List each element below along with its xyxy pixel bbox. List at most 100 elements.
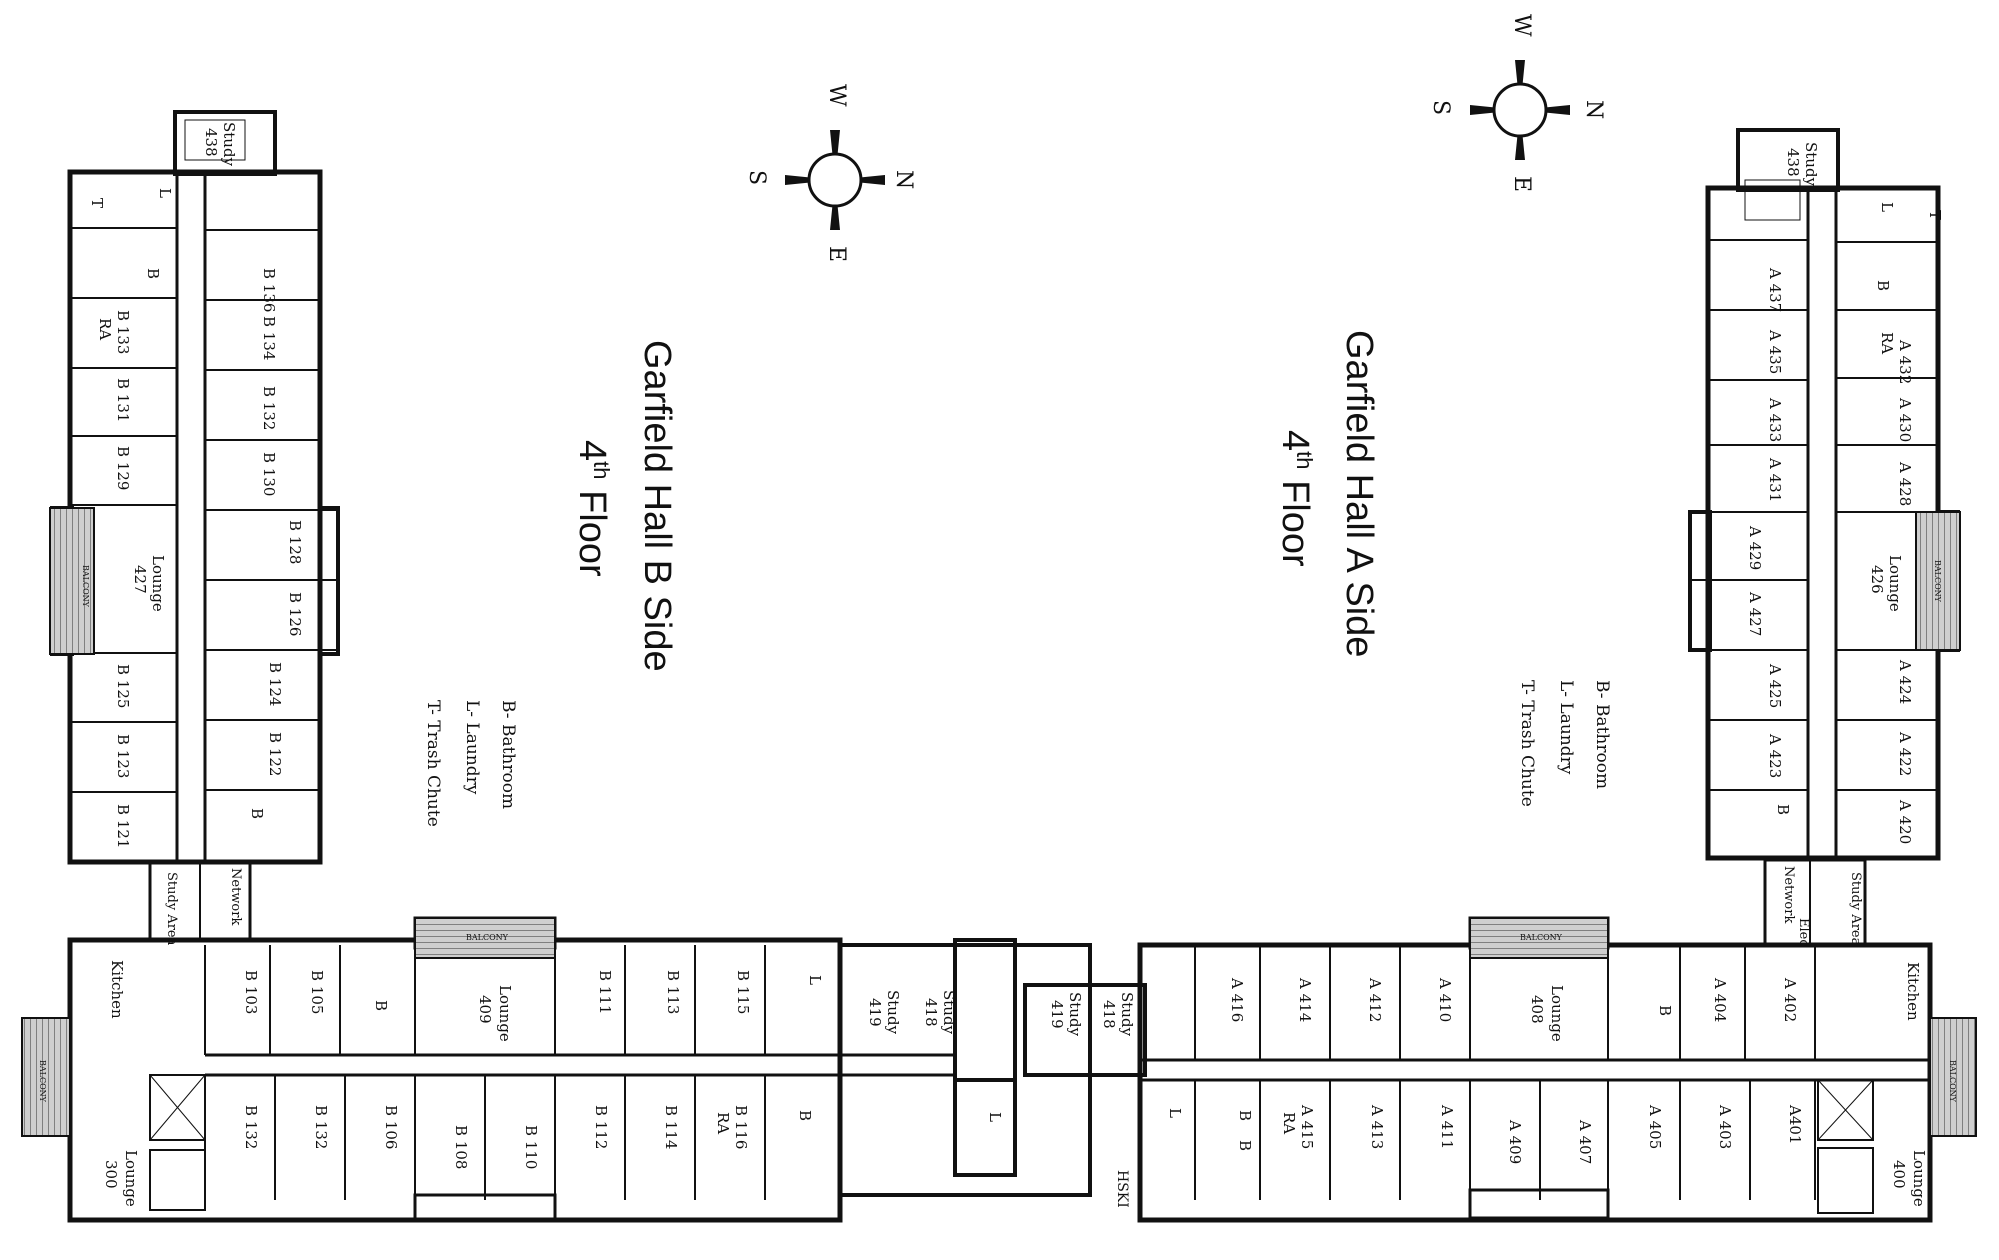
a-room-432: A 432 — [1896, 339, 1914, 384]
a-mark-T-top: T — [1926, 210, 1944, 220]
compass-b: N S W E — [744, 84, 916, 262]
a-room-413: A 413 — [1368, 1104, 1386, 1149]
b-lounge427-name: Lounge — [149, 555, 167, 612]
a-study418-name: Study — [1118, 992, 1136, 1037]
b-room-128: B 128 — [286, 520, 304, 564]
a-room-422: A 422 — [1896, 731, 1914, 776]
a-room-404: A 404 — [1711, 977, 1729, 1022]
a-room-433: A 433 — [1766, 397, 1784, 442]
balcony-label-a-lounge: BALCONY — [1933, 560, 1942, 603]
balcony-b-lounge — [49, 507, 95, 655]
a-room-430: A 430 — [1896, 397, 1914, 442]
b-room-134: B 134 — [260, 316, 278, 360]
a-kitchen: Kitchen — [1904, 962, 1922, 1021]
b-room-114: B 114 — [662, 1105, 680, 1149]
legend-a-laundry: L- Laundry — [1556, 680, 1576, 775]
balcony-b-409 — [414, 917, 556, 959]
balcony-label-b-kitchen: BALCONY — [38, 1060, 47, 1103]
title-b-line1: Garfield Hall B Side — [636, 340, 678, 672]
b-study438-num: 438 — [202, 128, 220, 157]
b-labels: Study 438 B 133 RA B 131 B 129 B 125 B 1… — [88, 122, 1004, 1207]
a-lounge400-num: 400 — [1890, 1160, 1908, 1189]
b-room-110: B 110 — [522, 1125, 540, 1169]
a-room-420: A 420 — [1896, 799, 1914, 844]
a-room-412: A 412 — [1366, 977, 1384, 1022]
a-study438-name: Study — [1802, 142, 1820, 187]
a-room-414: A 414 — [1296, 977, 1314, 1022]
b-study438-name: Study — [220, 122, 238, 167]
a-mark-L-bot: L — [1166, 1108, 1184, 1118]
a-room-437: A 437 — [1766, 267, 1784, 312]
compass-a-n: N — [1581, 100, 1606, 119]
a-side-building — [1023, 128, 1960, 1223]
b-lounge300-num: 300 — [102, 1160, 120, 1189]
compass-a-e: E — [1509, 176, 1534, 192]
b-study418-num: 418 — [922, 998, 940, 1027]
b-room-124: B 124 — [266, 662, 284, 706]
a-mark-B-top: B — [1874, 280, 1892, 291]
a-study438-num: 438 — [1784, 148, 1802, 177]
a-room-415-ra: RA — [1280, 1112, 1298, 1134]
b-lounge409-name: Lounge — [496, 985, 514, 1042]
a-room-425: A 425 — [1766, 663, 1784, 708]
b-room-121: B 121 — [114, 804, 132, 848]
legend-b-trash: T- Trash Chute — [423, 700, 443, 827]
b-room-123: B 123 — [114, 734, 132, 778]
title-a-line1: Garfield Hall A Side — [1338, 330, 1380, 657]
a-lounge426-name: Lounge — [1886, 555, 1904, 612]
compass-b-e: E — [824, 246, 849, 262]
b-side-building — [50, 110, 1092, 1223]
a-study418-num: 418 — [1100, 1000, 1118, 1029]
a-room-428: A 428 — [1896, 461, 1914, 506]
a-room-410: A 410 — [1436, 977, 1454, 1022]
a-labels: Study 438 A 437 A 435 A 433 A 431 A 429 … — [1048, 142, 1944, 1207]
a-lounge408-name: Lounge — [1548, 985, 1566, 1042]
b-mark-B-top: B — [144, 268, 162, 279]
legend-b-bathroom: B- Bathroom — [498, 700, 518, 809]
title-b-floor: 4th Floor — [571, 440, 614, 577]
b-room-116-ra: RA — [714, 1112, 732, 1134]
a-lounge426-num: 426 — [1868, 565, 1886, 594]
b-network: Network — [228, 868, 243, 925]
b-lounge409-num: 409 — [476, 995, 494, 1024]
a-room-401: A401 — [1786, 1104, 1804, 1144]
a-mark-B-mid: B — [1774, 804, 1792, 815]
balcony-label-a-kitchen: BALCONY — [1948, 1060, 1957, 1103]
b-room-133: B 133 — [114, 310, 132, 354]
a-mark-B-bot: B — [1656, 1005, 1674, 1016]
b-lounge300-name: Lounge — [122, 1150, 140, 1207]
legend-b-laundry: L- Laundry — [462, 700, 482, 795]
a-room-411: A 411 — [1438, 1104, 1456, 1149]
b-room-130: B 130 — [260, 452, 278, 496]
b-study419-num: 419 — [866, 998, 884, 1027]
legend-a-trash: T- Trash Chute — [1517, 680, 1537, 807]
b-mark-B-right: B — [796, 1110, 814, 1121]
balcony-a-lounge — [1915, 511, 1961, 651]
a-mark-B-bot2: B — [1236, 1110, 1254, 1121]
legend-a-bathroom: B- Bathroom — [1592, 680, 1612, 789]
a-room-409: A 409 — [1506, 1119, 1524, 1164]
compass-a: N S W E — [1428, 14, 1606, 192]
b-study-area: Study Area — [164, 872, 179, 946]
b-lounge427-num: 427 — [131, 565, 149, 594]
compass-a-w: W — [1509, 14, 1534, 37]
a-mark-B-bot3: B — [1236, 1140, 1254, 1151]
b-room-111: B 111 — [596, 970, 614, 1014]
b-room-133-ra: RA — [96, 318, 114, 340]
b-study418-name: Study — [940, 990, 958, 1035]
balcony-a-kitchen — [1929, 1017, 1977, 1137]
balcony-label-b-409: BALCONY — [466, 933, 509, 942]
b-mark-L-bot: L — [806, 975, 824, 985]
a-room-435: A 435 — [1766, 329, 1784, 374]
b-room-126: B 126 — [286, 592, 304, 636]
legend-b: B- Bathroom L- Laundry T- Trash Chute — [423, 700, 518, 827]
b-room-105: B 105 — [308, 970, 326, 1014]
a-room-415: A 415 — [1298, 1104, 1316, 1149]
a-room-431: A 431 — [1766, 457, 1784, 502]
balcony-b-kitchen — [21, 1017, 71, 1137]
a-study419-num: 419 — [1048, 1000, 1066, 1029]
b-room-108: B 108 — [452, 1125, 470, 1169]
b-room-131: B 131 — [114, 378, 132, 422]
a-room-432-ra: RA — [1878, 332, 1896, 354]
